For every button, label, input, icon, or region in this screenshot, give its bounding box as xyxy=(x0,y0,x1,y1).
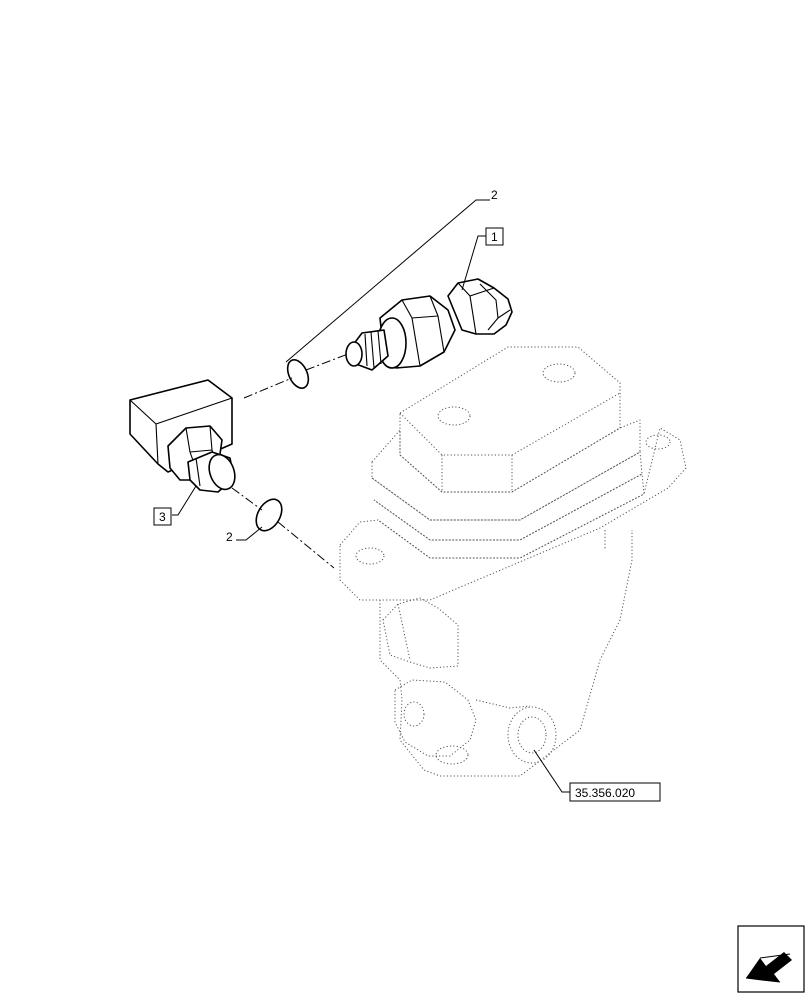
sensor-part-3 xyxy=(129,379,236,493)
callout-2-lower: 2 xyxy=(226,530,233,544)
o-ring-upper-part-2 xyxy=(286,359,310,389)
reference-callout: 35.356.020 xyxy=(569,782,661,802)
callout-2-upper-label: 2 xyxy=(491,188,498,202)
valve-body xyxy=(339,346,687,777)
callout-1: 1 xyxy=(485,227,504,246)
o-ring-lower-part-2 xyxy=(255,498,283,532)
reference-number-label: 35.356.020 xyxy=(575,786,635,800)
callout-3-label: 3 xyxy=(159,510,166,524)
callout-2-upper: 2 xyxy=(491,188,498,202)
leader-lines xyxy=(172,199,572,793)
callout-2-lower-label: 2 xyxy=(226,530,233,544)
pressure-switch-part-1 xyxy=(345,278,513,371)
arrow-icon[interactable] xyxy=(737,925,805,993)
assembly-center-lines xyxy=(231,353,349,569)
callout-3: 3 xyxy=(153,507,172,526)
callout-1-label: 1 xyxy=(491,230,498,244)
